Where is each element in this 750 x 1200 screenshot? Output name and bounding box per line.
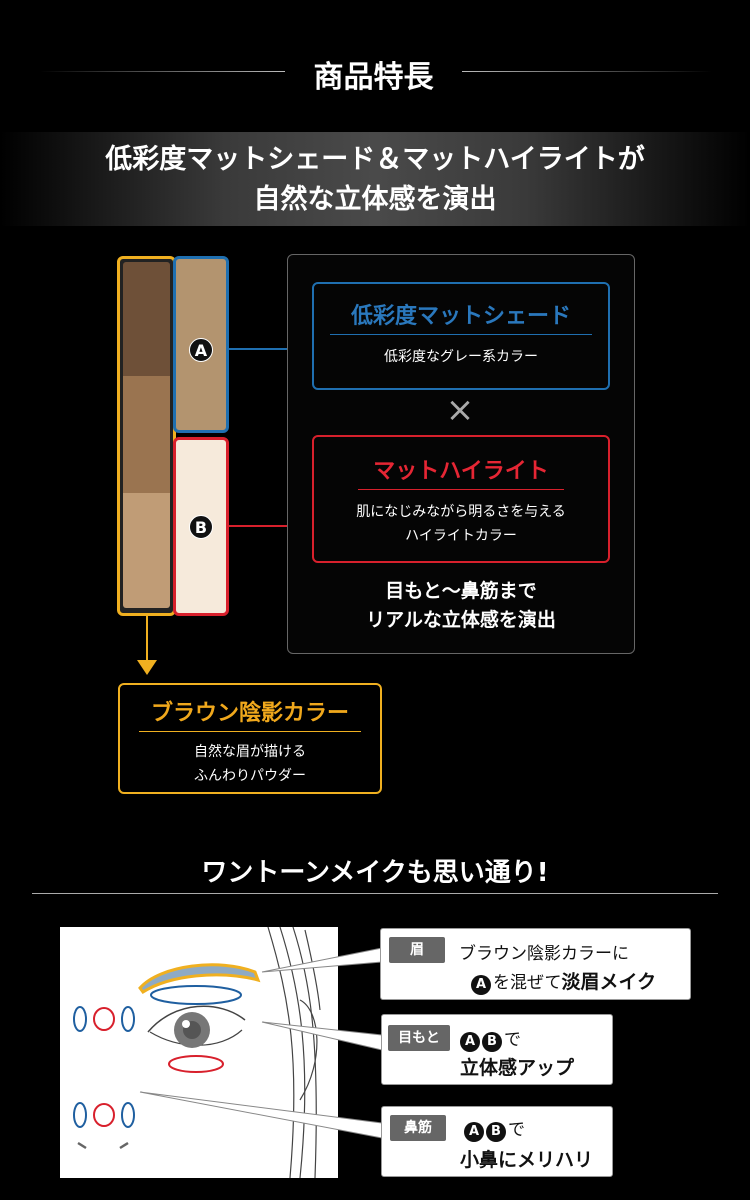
nose-de: で — [508, 1120, 525, 1140]
tag-eyebrow: 眉 — [389, 937, 445, 963]
shade-title: 低彩度マットシェード — [330, 298, 592, 335]
nose-line-2: 小鼻にメリハリ — [460, 1149, 594, 1171]
panel-note-2: リアルな立体感を演出 — [366, 609, 556, 631]
dots-eye-legend — [73, 1006, 135, 1128]
brown-desc-2: ふんわりパウダー — [194, 768, 306, 784]
tag-nose: 鼻筋 — [390, 1115, 446, 1141]
badge-a-mini: A — [464, 1122, 484, 1142]
eye-line-2: 立体感アップ — [460, 1057, 575, 1079]
highlight-swatch-b — [173, 437, 229, 616]
feature-banner: 低彩度マットシェード＆マットハイライトが 自然な立体感を演出 — [0, 132, 750, 226]
brown-card: ブラウン陰影カラー 自然な眉が描ける ふんわりパウダー — [118, 683, 382, 794]
panel-note: 目もと〜鼻筋まで リアルな立体感を演出 — [287, 577, 635, 635]
badge-a-mini: A — [460, 1032, 480, 1052]
header-line-right — [462, 71, 712, 72]
tag-eye: 目もと — [388, 1025, 450, 1051]
swatch-dark-brown — [123, 262, 170, 376]
highlight-desc-2: ハイライトカラー — [405, 528, 517, 544]
eyebrow-line-2b: 淡眉メイク — [561, 971, 657, 993]
brown-desc-1: 自然な眉が描ける — [194, 744, 306, 760]
shade-card: 低彩度マットシェード 低彩度なグレー系カラー — [312, 282, 610, 390]
arrow-yellow-icon — [137, 660, 157, 675]
feature-panel — [287, 254, 635, 654]
section-divider — [32, 893, 718, 894]
badge-a-mini: A — [471, 975, 491, 995]
highlight-desc-1: 肌になじみながら明るさを与える — [356, 504, 566, 520]
section-title: ワントーンメイクも思い通り! — [201, 858, 549, 888]
eyebrow-line-2a: を混ぜて — [493, 973, 562, 993]
badge-b-mini: B — [482, 1032, 502, 1052]
eye-de: で — [504, 1030, 521, 1050]
swatch-light-brown — [123, 493, 170, 608]
swatch-mid-brown — [123, 376, 170, 493]
banner-line-1: 低彩度マットシェード＆マットハイライトが — [105, 144, 645, 175]
brown-title: ブラウン陰影カラー — [139, 695, 361, 732]
badge-a: A — [189, 338, 213, 362]
page-title: 商品特長 — [313, 60, 434, 95]
brown-palette-column — [117, 256, 176, 616]
header-line-left — [40, 71, 285, 72]
eyebrow-shape — [138, 963, 261, 995]
badge-b-mini: B — [486, 1122, 506, 1142]
highlight-title: マットハイライト — [358, 453, 564, 490]
badge-b: B — [189, 515, 213, 539]
banner-line-2: 自然な立体感を演出 — [253, 184, 497, 215]
shade-desc: 低彩度なグレー系カラー — [384, 349, 538, 365]
panel-note-1: 目もと〜鼻筋まで — [385, 580, 537, 602]
highlight-card: マットハイライト 肌になじみながら明るさを与える ハイライトカラー — [312, 435, 610, 563]
eyebrow-line-1: ブラウン陰影カラーに — [459, 944, 629, 964]
cross-icon: × — [445, 390, 475, 430]
